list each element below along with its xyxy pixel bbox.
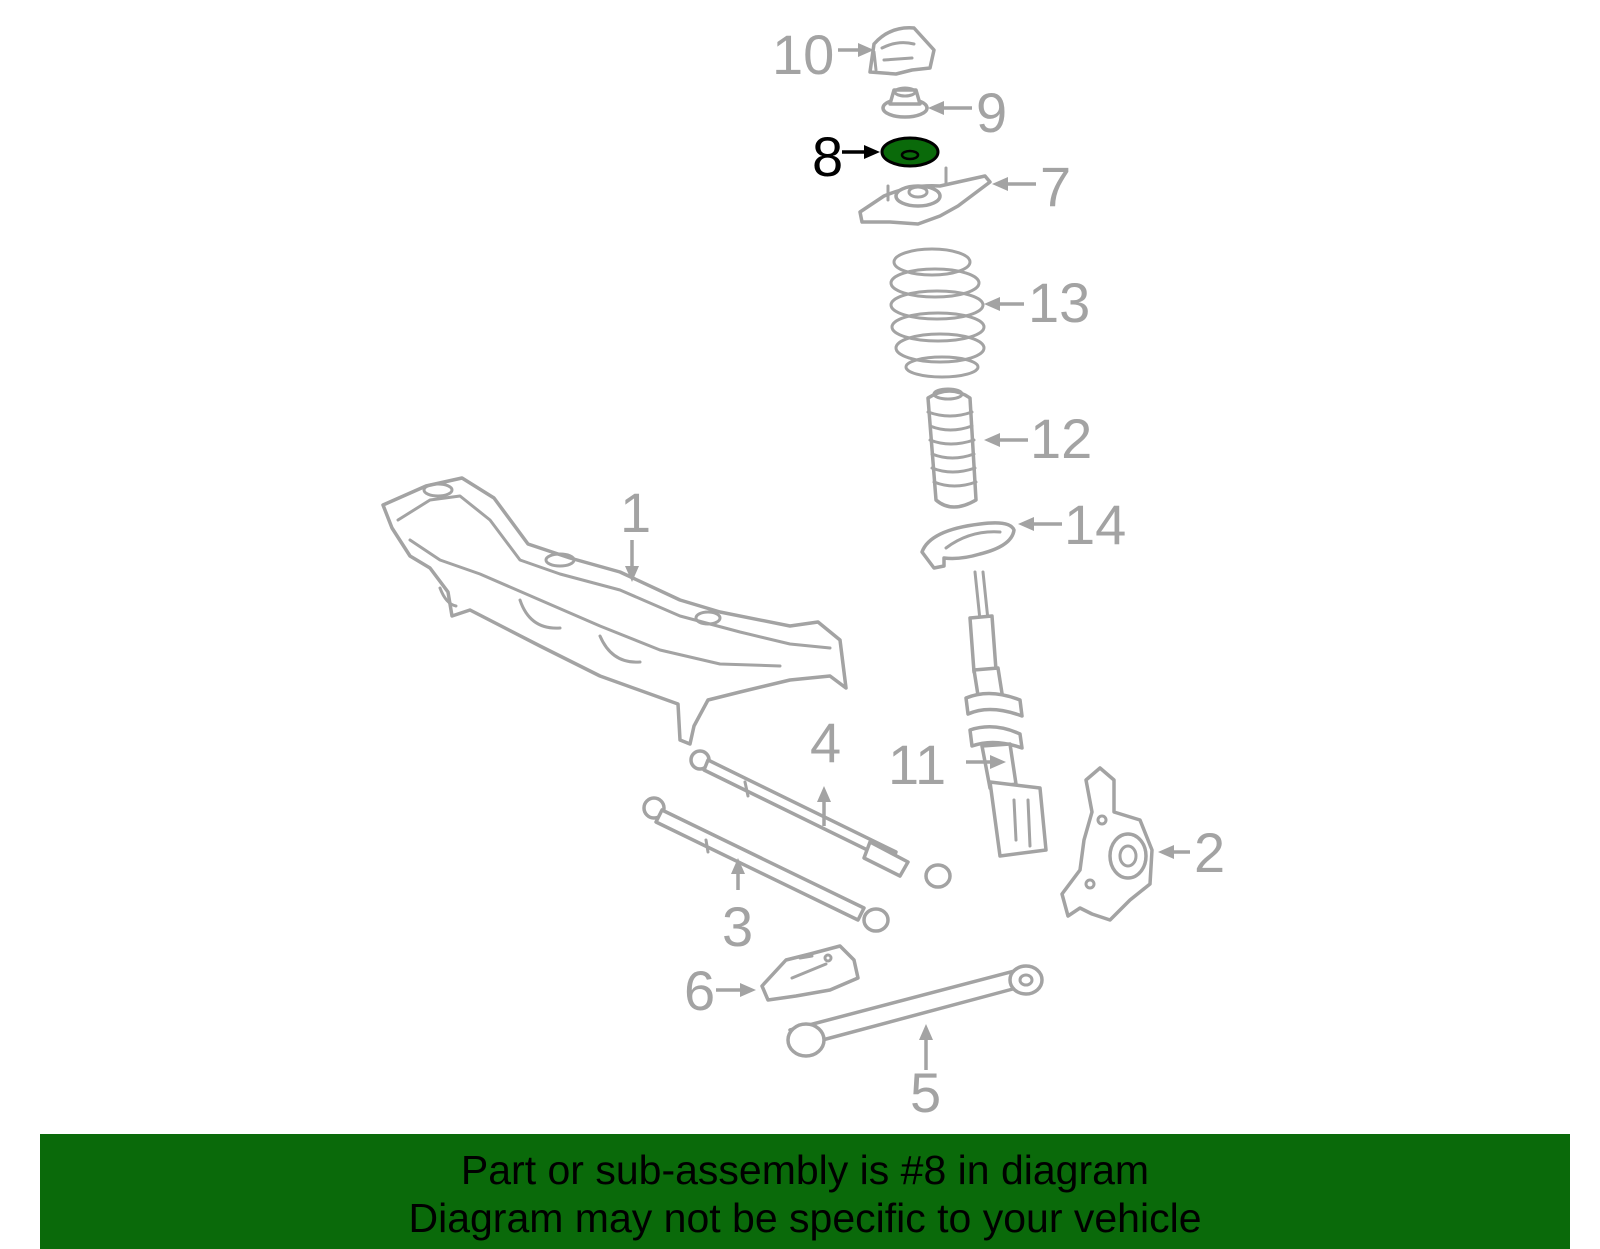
part-14-spring-seat[interactable] <box>920 521 1016 570</box>
banner-line-1: Part or sub-assembly is #8 in diagram <box>460 1147 1150 1193</box>
part-1-crossmember[interactable] <box>381 476 848 746</box>
callout-14: 14 <box>1064 493 1126 556</box>
part-3-lateral-link[interactable] <box>642 796 890 933</box>
callout-1: 1 <box>620 481 651 544</box>
part-9-nut[interactable] <box>881 86 929 119</box>
callout-10: 10 <box>772 23 834 86</box>
banner-line-2: Diagram may not be specific to your vehi… <box>408 1195 1202 1241</box>
part-7-strut-mount[interactable] <box>858 166 992 226</box>
callout-9: 9 <box>976 81 1007 144</box>
callout-2: 2 <box>1194 821 1225 884</box>
part-8-washer-highlighted[interactable] <box>880 136 940 168</box>
callout-13: 13 <box>1028 271 1090 334</box>
callout-3: 3 <box>722 895 753 958</box>
part-13-coil-spring[interactable] <box>889 247 986 379</box>
part-2-knuckle[interactable] <box>1060 766 1154 922</box>
part-4-lateral-link[interactable] <box>689 749 952 889</box>
callout-4: 4 <box>810 711 841 774</box>
callout-5: 5 <box>910 1061 941 1124</box>
part-6-bracket[interactable] <box>760 944 860 1002</box>
callout-8: 8 <box>812 125 843 188</box>
callout-7: 7 <box>1040 155 1071 218</box>
callout-6: 6 <box>684 959 715 1022</box>
callout-arrows <box>625 43 1190 1070</box>
part-11-strut[interactable] <box>964 570 1048 858</box>
part-5-trailing-arm[interactable] <box>786 964 1044 1058</box>
callout-11: 11 <box>888 733 946 796</box>
part-12-dust-boot[interactable] <box>926 387 978 509</box>
info-banner: Part or sub-assembly is #8 in diagram Di… <box>40 1134 1570 1249</box>
callout-labels: 10 9 8 7 13 12 14 1 11 4 2 3 6 5 <box>620 23 1225 1124</box>
part-10-mount-cap[interactable] <box>868 26 936 76</box>
callout-12: 12 <box>1030 407 1092 470</box>
